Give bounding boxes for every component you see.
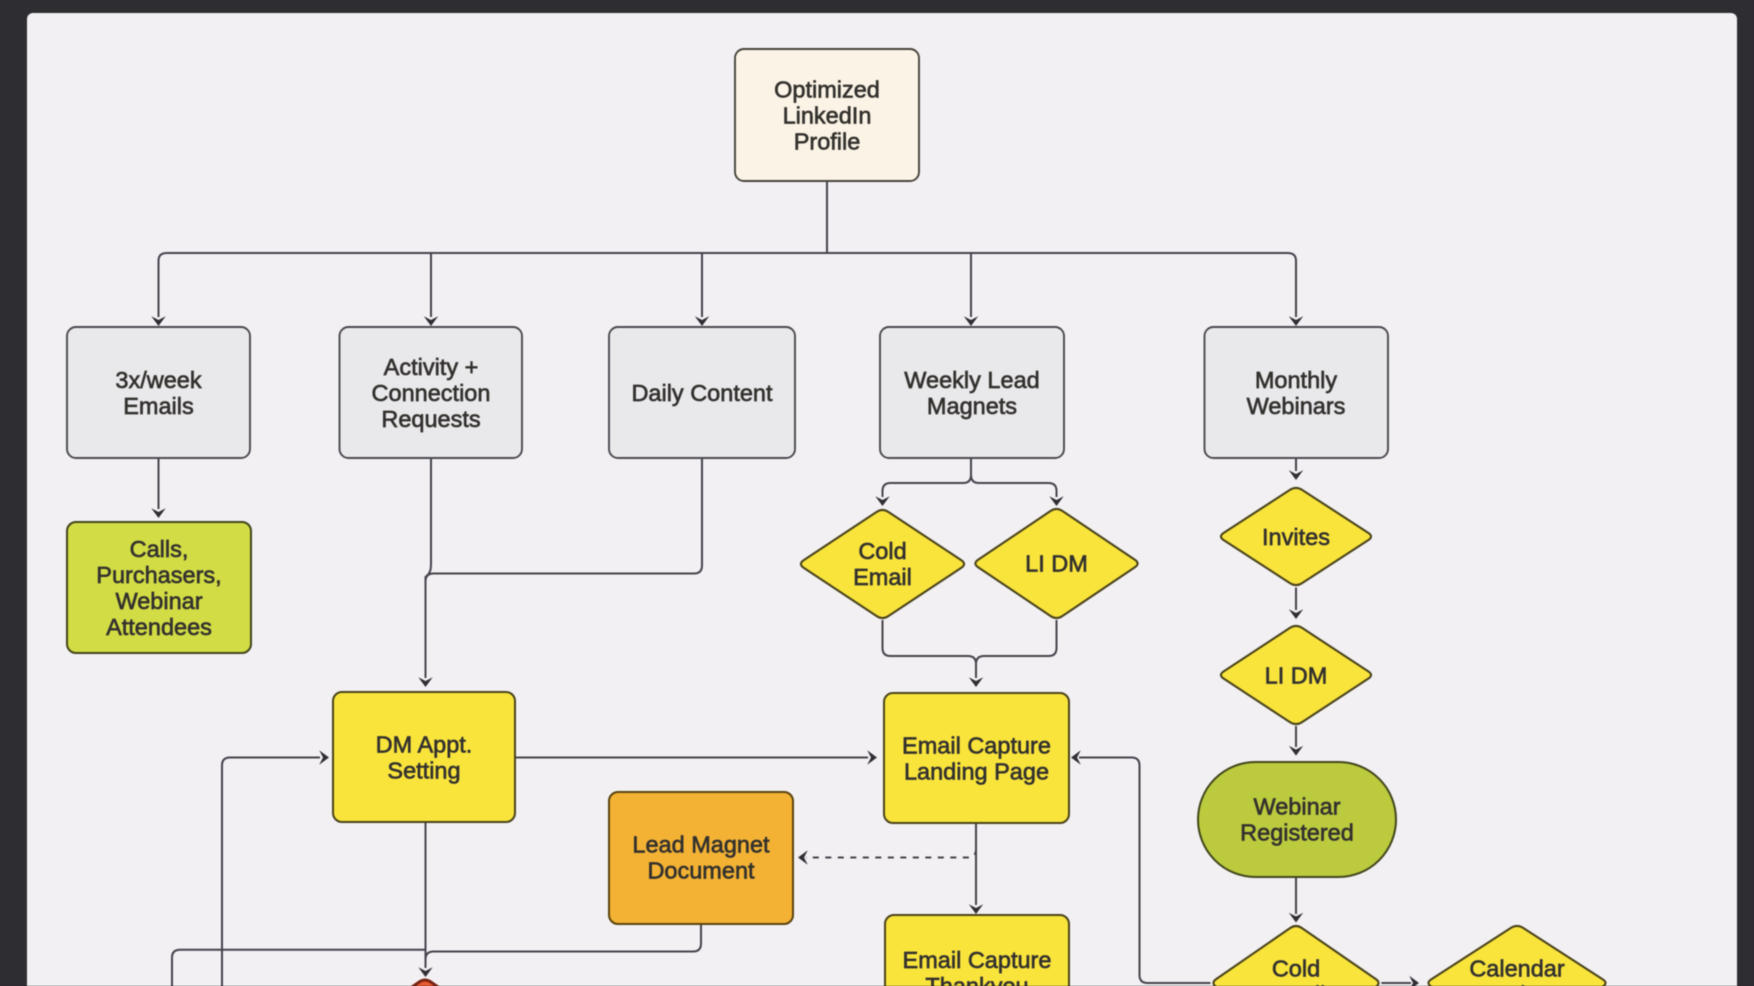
svg-text:Purchasers,: Purchasers, [96,562,221,588]
svg-text:Profile: Profile [794,129,861,155]
svg-text:Invite: Invite [1489,982,1545,986]
svg-text:Monthly: Monthly [1255,367,1338,393]
svg-text:DM Appt.: DM Appt. [376,732,473,758]
svg-text:LinkedIn: LinkedIn [783,103,872,129]
svg-text:Email: Email [853,564,912,590]
svg-text:Cold: Cold [1272,956,1320,982]
svg-text:Lead Magnet: Lead Magnet [632,832,770,858]
svg-text:Webinar: Webinar [115,588,202,614]
svg-text:Activity +: Activity + [384,354,479,380]
svg-text:Email Capture: Email Capture [903,947,1052,973]
svg-text:Invites: Invites [1262,524,1330,550]
svg-text:Email: Email [1267,982,1326,986]
svg-text:Calendar: Calendar [1469,956,1565,982]
svg-text:Email Capture: Email Capture [902,733,1051,759]
svg-text:Weekly Lead: Weekly Lead [904,367,1039,393]
svg-text:Calls,: Calls, [130,536,189,562]
svg-text:Magnets: Magnets [927,393,1017,419]
svg-text:Document: Document [647,858,755,884]
svg-text:Thankyou: Thankyou [925,973,1028,986]
svg-text:Cold: Cold [858,538,906,564]
svg-text:3x/week: 3x/week [115,367,201,393]
svg-text:Setting: Setting [387,758,460,784]
svg-text:Connection: Connection [372,380,491,406]
svg-text:Emails: Emails [123,393,194,419]
svg-text:Landing Page: Landing Page [904,759,1049,785]
svg-text:Registered: Registered [1240,820,1354,846]
svg-text:LI DM: LI DM [1025,551,1088,577]
svg-text:Attendees: Attendees [106,614,212,640]
svg-text:Requests: Requests [381,406,480,432]
svg-text:Webinars: Webinars [1247,393,1346,419]
svg-text:LI DM: LI DM [1265,663,1328,689]
svg-text:Webinar: Webinar [1253,794,1340,820]
svg-text:Optimized: Optimized [774,77,880,103]
svg-text:Daily Content: Daily Content [631,380,773,406]
